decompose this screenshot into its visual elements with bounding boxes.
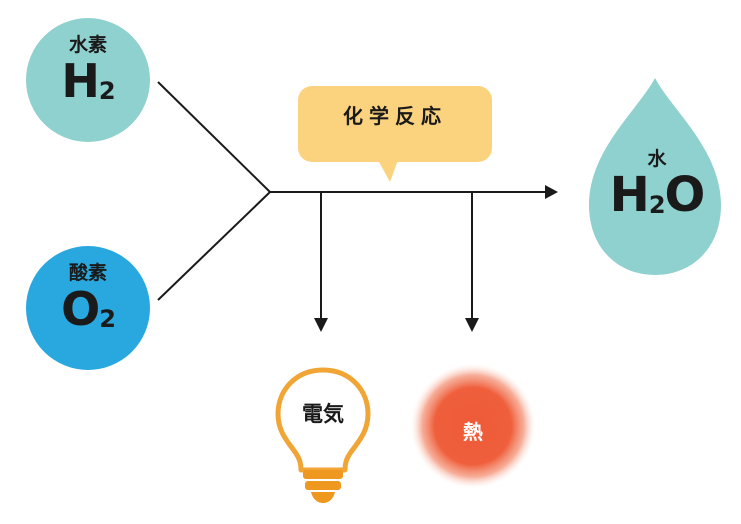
water-drop [589, 78, 721, 275]
water-subscript: 2 [648, 191, 666, 219]
oxygen-subscript: 2 [99, 305, 116, 333]
water-name: 水 [647, 148, 667, 170]
oxygen-label: 酸素 O2 [28, 262, 148, 342]
oxygen-symbol: O [61, 282, 100, 336]
hydrogen-symbol: H [61, 54, 99, 108]
electricity-arrow-head [314, 318, 328, 332]
oxygen-formula: O2 [28, 284, 148, 342]
electricity-label: 電気 [302, 402, 344, 426]
light-bulb-icon [275, 367, 371, 503]
reaction-bubble [298, 86, 492, 182]
water-symbol-o: O [664, 167, 706, 223]
heat-glow [411, 364, 535, 488]
oxygen-name: 酸素 [68, 262, 107, 284]
oxygen-circle [26, 246, 150, 370]
water-formula: H2O [593, 170, 721, 228]
hydrogen-line [157, 81, 271, 193]
main-arrow-head [545, 185, 558, 199]
hydrogen-name: 水素 [68, 34, 107, 56]
hydrogen-subscript: 2 [98, 77, 116, 105]
hydrogen-label: 水素 H2 [28, 34, 148, 114]
water-label: 水 H2O [593, 148, 721, 228]
oxygen-line [157, 191, 271, 301]
heat-label: 熱 [463, 420, 483, 444]
reaction-label: 化学反応 [343, 104, 447, 128]
hydrogen-circle [26, 18, 150, 142]
heat-arrow-head [465, 318, 479, 332]
water-symbol-h: H [609, 167, 650, 223]
hydrogen-formula: H2 [28, 56, 148, 114]
